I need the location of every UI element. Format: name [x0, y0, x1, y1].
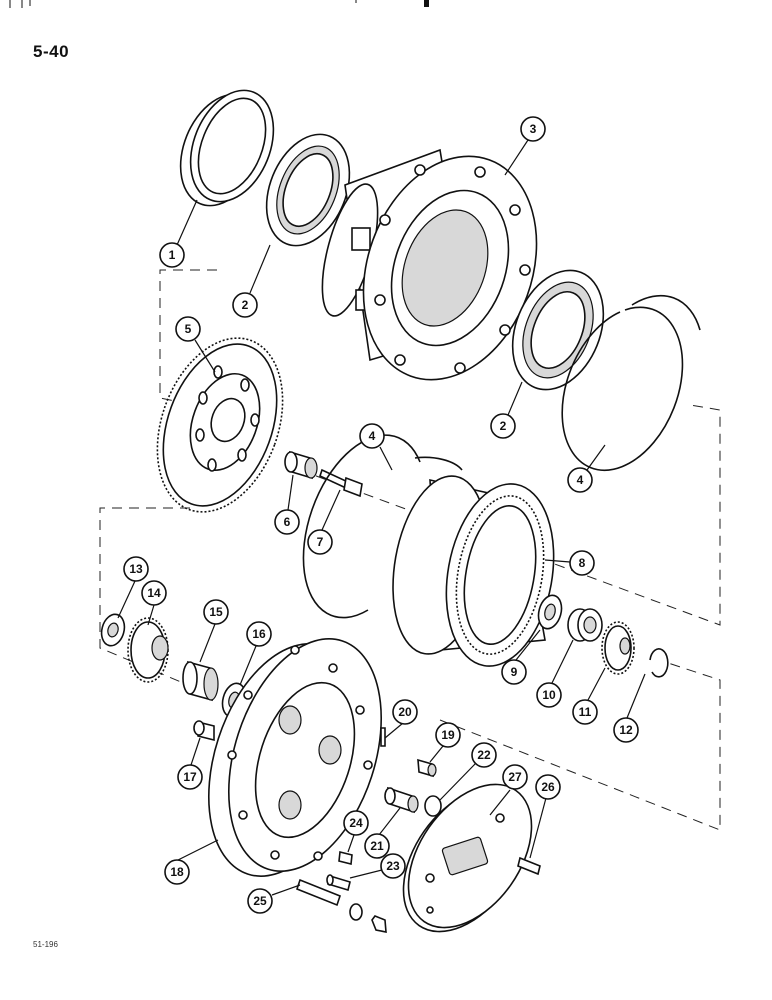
callout-16: 16: [246, 621, 272, 647]
part-4-snap-ring-right: [561, 294, 701, 472]
callout-4-left: 4: [359, 423, 385, 449]
callout-5-label: 5: [185, 322, 192, 336]
callout-20: 20: [392, 699, 418, 725]
callout-17: 17: [177, 764, 203, 790]
callout-15-label: 15: [209, 605, 223, 619]
part-11-pinion-gear: [601, 621, 635, 675]
part-5-spur-gear: [156, 337, 284, 513]
callout-2-lower: 2: [490, 413, 516, 439]
callout-13: 13: [123, 556, 149, 582]
callout-22-label: 22: [477, 748, 491, 762]
part-20-roll-pin: [380, 727, 386, 747]
part-24-plug: [338, 851, 353, 865]
part-17-pin: [193, 720, 215, 742]
callout-9: 9: [501, 659, 527, 685]
callout-9-label: 9: [511, 665, 518, 679]
callout-4-left-label: 4: [369, 429, 376, 443]
part-6-bushing: [284, 450, 318, 480]
callout-14-label: 14: [147, 586, 161, 600]
callout-2-upper: 2: [232, 292, 258, 318]
hub-bolt-holes: [374, 164, 531, 374]
part-23-plug: [326, 874, 351, 892]
callout-8-label: 8: [579, 556, 586, 570]
callout-18-label: 18: [170, 865, 184, 879]
callout-24-label: 24: [349, 816, 363, 830]
callout-25: 25: [247, 888, 273, 914]
part-15-needle-bearing: [182, 660, 219, 702]
callout-26-label: 26: [541, 780, 555, 794]
callout-6: 6: [274, 509, 300, 535]
callout-23: 23: [380, 853, 406, 879]
callout-6-label: 6: [284, 515, 291, 529]
callout-26: 26: [535, 774, 561, 800]
callout-11: 11: [572, 699, 598, 725]
part-8-ring-gear: [392, 475, 555, 667]
binding-marks: [9, 0, 429, 8]
callout-10-label: 10: [542, 688, 556, 702]
callout-17-label: 17: [183, 770, 197, 784]
callout-13-label: 13: [129, 562, 143, 576]
callout-7: 7: [307, 529, 333, 555]
part-13-washer: [100, 613, 126, 647]
callout-21-label: 21: [370, 839, 384, 853]
part-4-snap-ring-left: [302, 434, 463, 619]
part-21-shaft: [384, 786, 419, 814]
callout-24: 24: [343, 810, 369, 836]
part-19-bushing: [417, 758, 437, 778]
callout-23-label: 23: [386, 859, 400, 873]
callout-16-label: 16: [252, 627, 266, 641]
part-9-washer: [537, 594, 563, 630]
callout-27: 27: [502, 764, 528, 790]
callout-8: 8: [569, 550, 595, 576]
part-18-planet-carrier: [207, 638, 383, 877]
part-22-o-ring: [424, 795, 442, 817]
gear-holes: [195, 365, 260, 472]
callout-12: 12: [613, 717, 639, 743]
callout-22: 22: [471, 742, 497, 768]
callout-4-right-label: 4: [577, 473, 584, 487]
callout-18: 18: [164, 859, 190, 885]
part-1-seal-ring: [179, 89, 275, 207]
callout-7-label: 7: [317, 535, 324, 549]
part-2-bearing-lower: [511, 269, 605, 391]
part-3-hub-housing: [321, 148, 538, 381]
callout-3-label: 3: [530, 122, 537, 136]
callout-15: 15: [203, 599, 229, 625]
part-25-stud-washer-nut: [296, 878, 387, 933]
part-27-cover-plate: [402, 783, 533, 933]
callout-2-lower-label: 2: [500, 419, 507, 433]
figure-id: 51-196: [33, 940, 58, 949]
callout-20-label: 20: [398, 705, 412, 719]
part-10-bushing: [567, 608, 603, 642]
callout-10: 10: [536, 682, 562, 708]
callout-3: 3: [520, 116, 546, 142]
callout-19: 19: [435, 722, 461, 748]
callout-5: 5: [175, 316, 201, 342]
part-2-bearing-upper: [265, 133, 351, 247]
callout-1-label: 1: [169, 248, 176, 262]
callout-21: 21: [364, 833, 390, 859]
callout-14: 14: [141, 580, 167, 606]
callout-11-label: 11: [579, 705, 592, 719]
callout-27-label: 27: [508, 770, 522, 784]
callout-1: 1: [159, 242, 185, 268]
callout-12-label: 12: [619, 723, 633, 737]
leader-lines: [117, 139, 646, 896]
part-26-bolt: [517, 856, 541, 876]
part-7-bolt: [319, 468, 363, 498]
page-number: 5-40: [33, 42, 70, 61]
callout-2-upper-label: 2: [242, 298, 249, 312]
callout-19-label: 19: [441, 728, 455, 742]
callout-4-right: 4: [567, 467, 593, 493]
part-12-snap-ring: [649, 648, 669, 678]
callout-25-label: 25: [253, 894, 267, 908]
part-14-pinion-gear: [127, 617, 169, 683]
